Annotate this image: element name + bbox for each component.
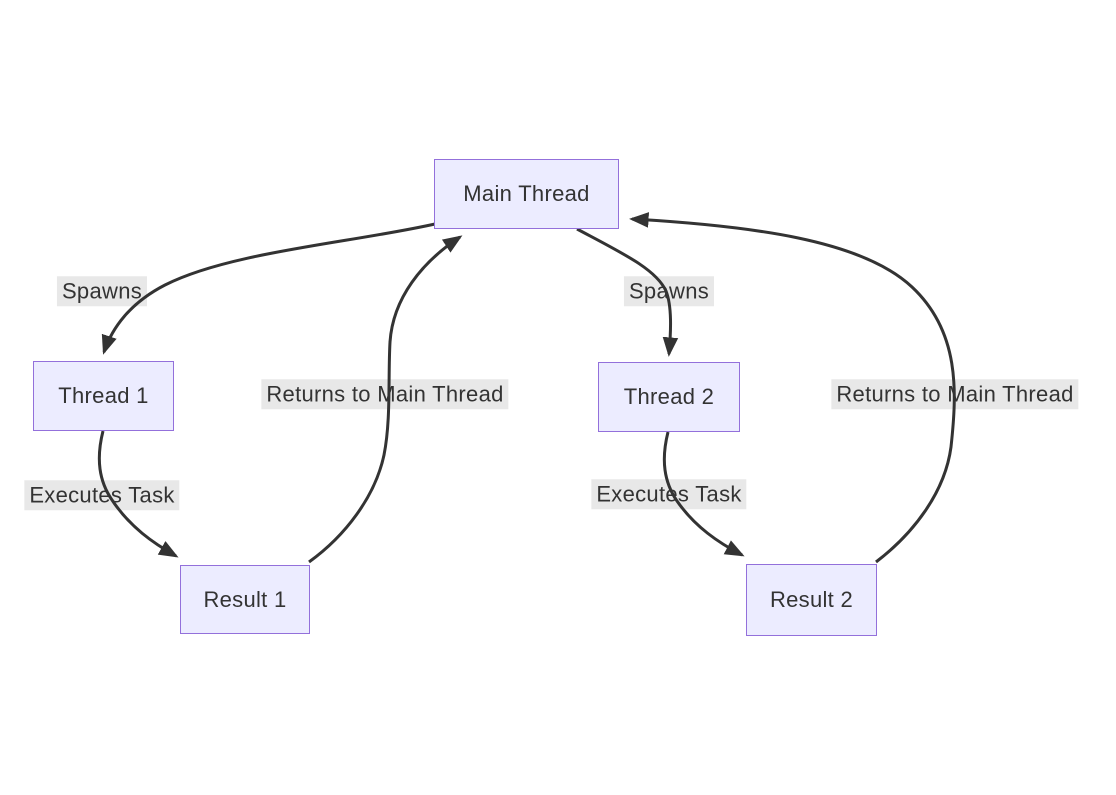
- edge-label-executes-task-right: Executes Task: [591, 479, 747, 509]
- edge-label-executes-task-left: Executes Task: [24, 480, 180, 510]
- node-thread-2: Thread 2: [598, 362, 740, 432]
- node-result-1: Result 1: [180, 565, 310, 634]
- node-label: Result 2: [769, 587, 854, 612]
- edge-label-spawns-right: Spawns: [623, 276, 715, 306]
- node-label: Thread 2: [623, 384, 715, 409]
- node-thread-1: Thread 1: [33, 361, 174, 431]
- node-label: Result 1: [203, 586, 287, 612]
- edge-label-returns-to-main-right: Returns to Main Thread: [831, 379, 1079, 409]
- node-result-2: Result 2: [746, 564, 877, 636]
- node-main-thread: Main Thread: [434, 159, 619, 229]
- edge-main-to-thread1: [101, 222, 436, 355]
- node-label: Main Thread: [463, 181, 590, 206]
- node-label: Thread 1: [58, 383, 149, 408]
- edge-label-returns-to-main-left: Returns to Main Thread: [261, 379, 509, 409]
- edge-label-spawns-left: Spawns: [56, 276, 148, 306]
